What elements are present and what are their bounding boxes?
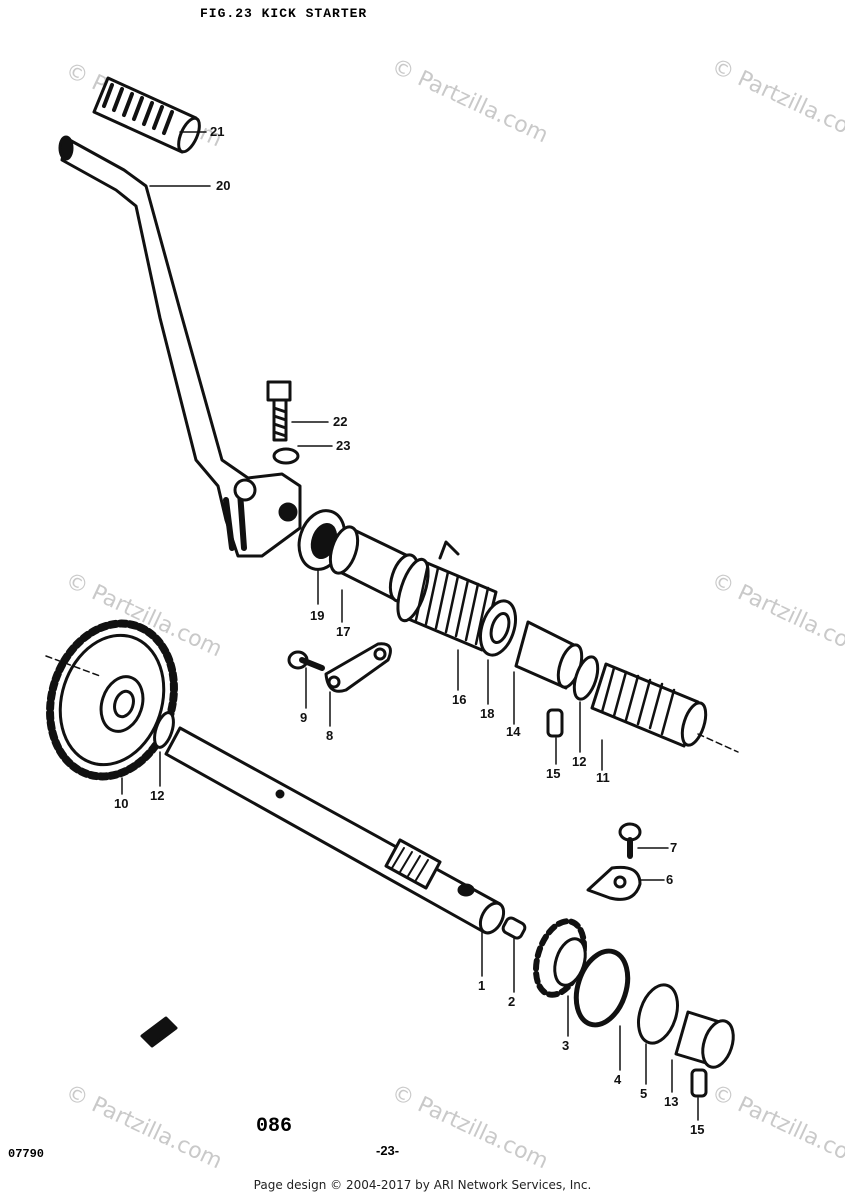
direction-arrow-icon (140, 1016, 178, 1048)
callout-15: 15 (546, 766, 561, 781)
stopper-part (586, 865, 642, 901)
callout-17: 17 (336, 624, 351, 639)
callout-18: 18 (480, 706, 495, 721)
callout-20: 20 (216, 178, 231, 193)
screw-part (287, 650, 325, 671)
callout-14: 14 (506, 724, 521, 739)
screw-part (618, 822, 642, 859)
pin-part (690, 1068, 708, 1098)
pin-part (501, 916, 527, 940)
callout-22: 22 (333, 414, 348, 429)
kick-gear-part (46, 619, 178, 781)
callout-11: 11 (596, 770, 610, 785)
callout-23: 23 (336, 438, 351, 453)
spring-part (590, 662, 708, 748)
spring-guide-part (478, 599, 518, 657)
callout-1: 1 (478, 978, 486, 993)
ratchet-part (533, 918, 587, 998)
page-number: -23- (376, 1143, 400, 1158)
washer-part (272, 447, 300, 465)
kick-grip-part (92, 76, 201, 154)
washer-part (153, 711, 175, 749)
callout-2: 2 (508, 994, 516, 1009)
footer-copyright: Page design © 2004-2017 by ARI Network S… (253, 1178, 592, 1192)
page-code: 086 (256, 1115, 293, 1138)
washer-part (637, 983, 679, 1045)
plate-part (324, 642, 392, 693)
bolt-part (266, 380, 292, 442)
callout-6: 6 (666, 872, 674, 887)
washer-part (572, 655, 600, 701)
reference-code: 07790 (8, 1147, 45, 1161)
callout-15b: 15 (690, 1122, 705, 1137)
callout-9: 9 (300, 710, 308, 725)
callout-3: 3 (562, 1038, 570, 1053)
callout-19: 19 (310, 608, 325, 623)
figure-title: FIG.23 KICK STARTER (200, 6, 368, 21)
callout-13: 13 (664, 1094, 679, 1109)
callout-4: 4 (614, 1072, 622, 1087)
pin-part (546, 708, 564, 738)
callout-12: 12 (572, 754, 587, 769)
bushing-part (674, 1010, 735, 1069)
spring-part (573, 948, 631, 1028)
callout-21: 21 (210, 124, 225, 139)
callout-7: 7 (670, 840, 678, 855)
callout-12b: 12 (150, 788, 165, 803)
callout-16: 16 (452, 692, 467, 707)
callout-10: 10 (114, 796, 129, 811)
kick-shaft-part (164, 726, 506, 935)
kick-spring-part (396, 540, 498, 652)
callout-8: 8 (326, 728, 334, 743)
callout-5: 5 (640, 1086, 648, 1101)
kick-lever-part (58, 135, 302, 558)
